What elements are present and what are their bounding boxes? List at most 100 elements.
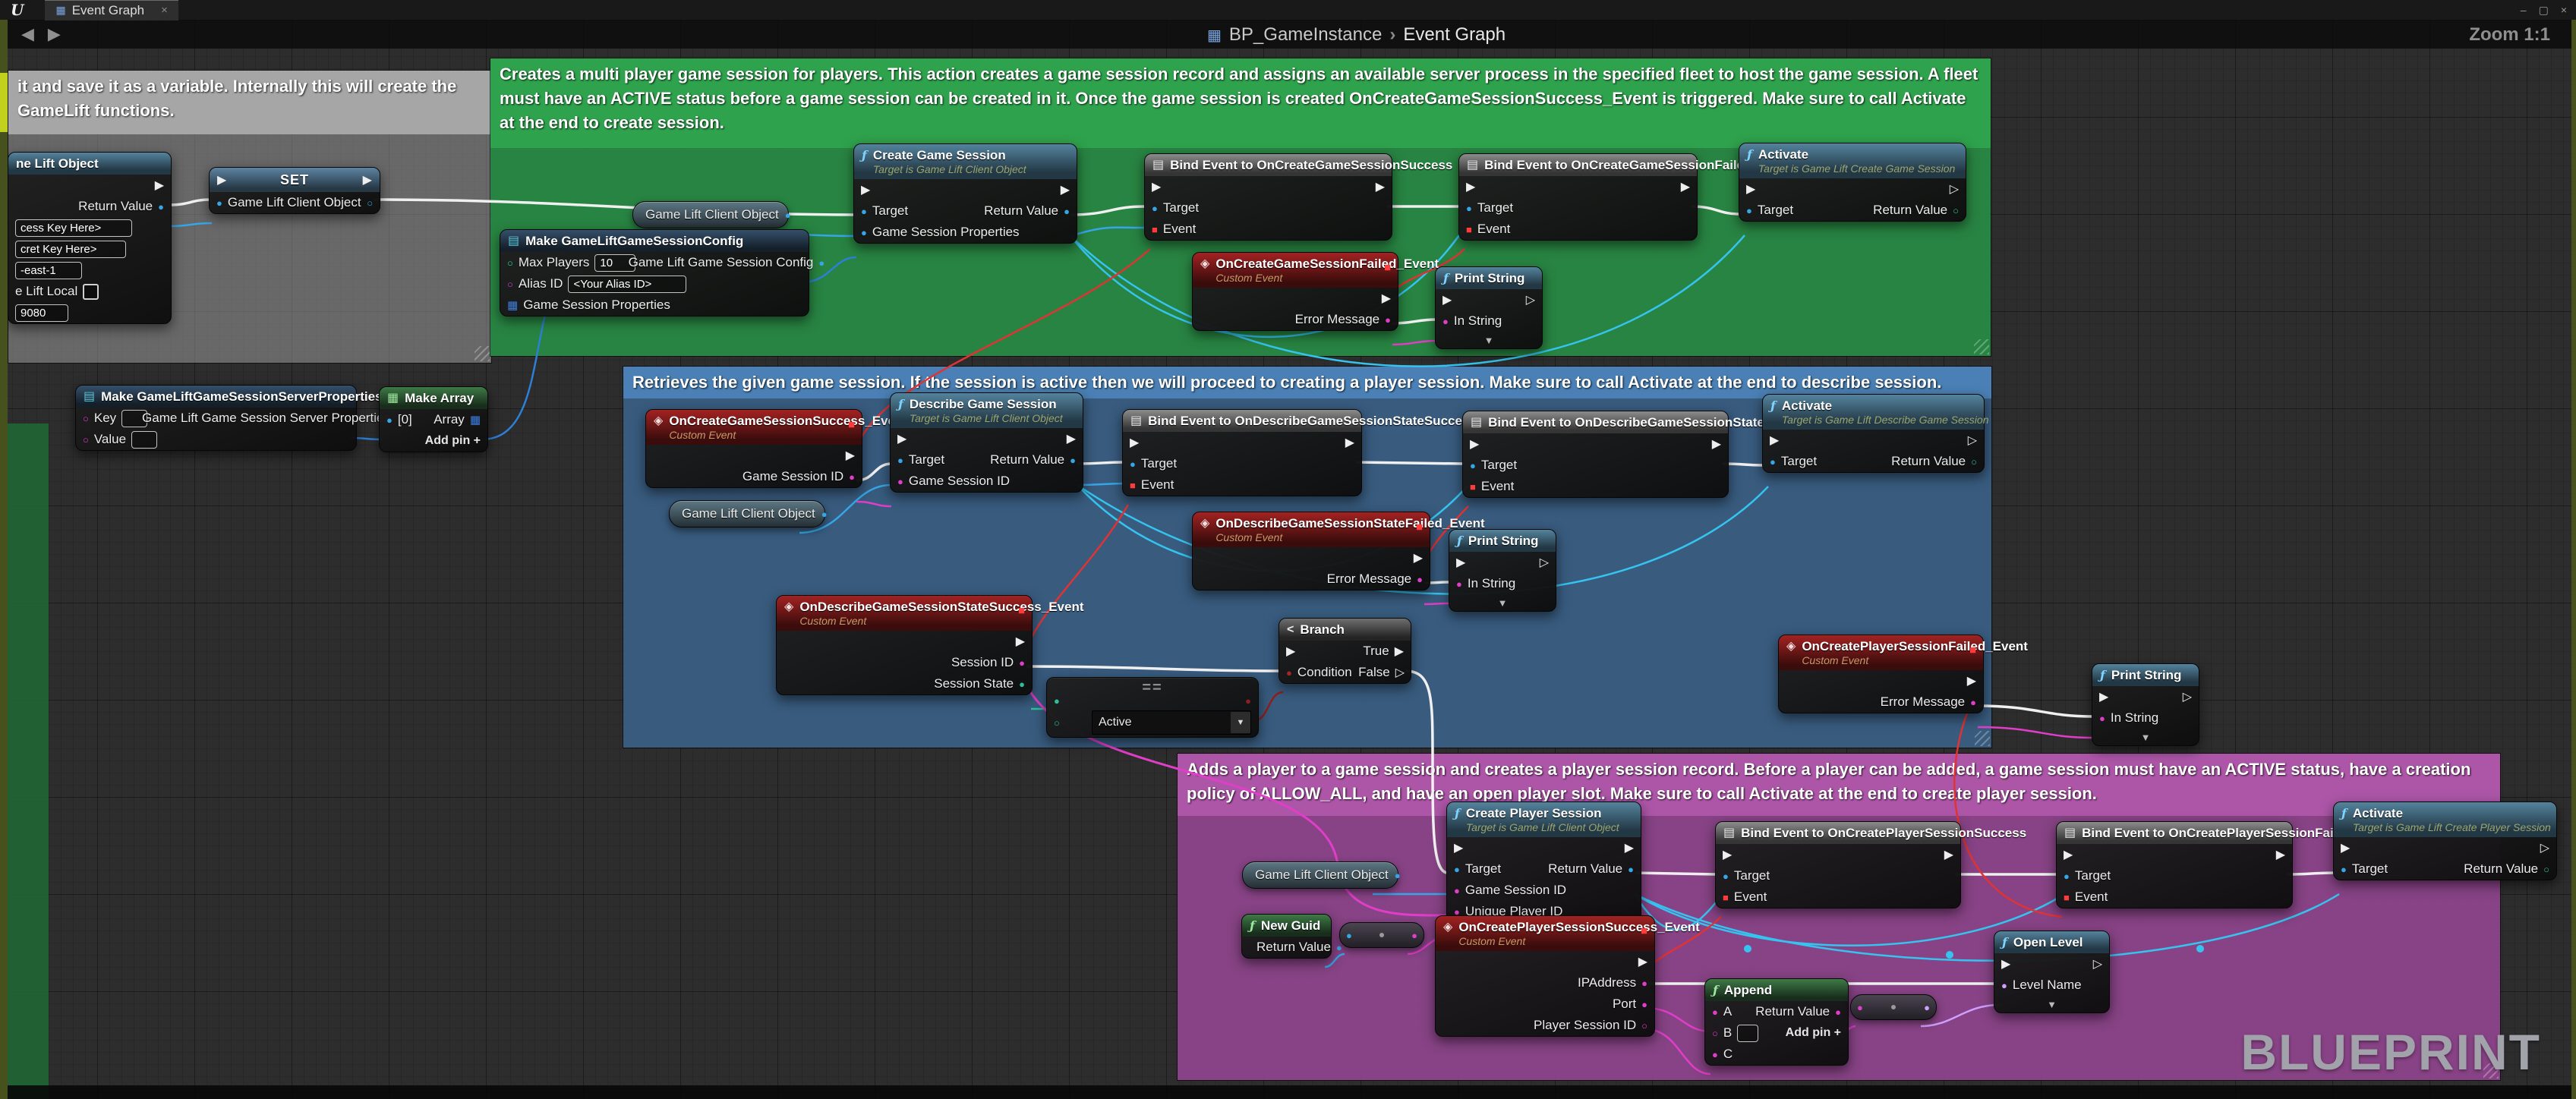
- expand-arrow-icon[interactable]: ▼: [1497, 597, 1508, 609]
- exec-pin[interactable]: ▶: [1442, 293, 1452, 307]
- exec-pin[interactable]: ▶: [1375, 180, 1385, 194]
- session-state-dropdown[interactable]: Active▼: [1092, 710, 1251, 735]
- exec-pin[interactable]: ▶: [1624, 841, 1634, 855]
- bind-event-to-ondescribegamesessionstatefailed[interactable]: ▤Bind Event to OnDescribeGameSessionStat…: [1462, 411, 1802, 498]
- del-pin[interactable]: ■: [1152, 223, 1158, 235]
- resize-grip[interactable]: [1974, 339, 1989, 354]
- exec-pin[interactable]: ▶: [1345, 436, 1354, 449]
- exec-pin[interactable]: ▶: [1770, 433, 1780, 447]
- resize-grip[interactable]: [475, 346, 490, 361]
- exec-pin[interactable]: ▶: [845, 449, 855, 462]
- del-pin[interactable]: ■: [1466, 223, 1472, 235]
- del-pin[interactable]: ■: [2064, 891, 2070, 903]
- int-pin[interactable]: ○: [507, 257, 513, 269]
- exec-pin[interactable]: ▶: [2064, 848, 2073, 861]
- str-pin[interactable]: ●: [1456, 578, 1462, 590]
- input-field[interactable]: cess Key Here>: [15, 219, 132, 237]
- obj-pin[interactable]: ●: [386, 414, 393, 426]
- str-pin[interactable]: ●: [1411, 929, 1417, 941]
- obj-pin[interactable]: ●: [784, 209, 791, 221]
- str-pin[interactable]: ●: [2099, 712, 2105, 724]
- exec-pin[interactable]: ▶: [217, 173, 227, 187]
- game-lift-client-object-pill-3[interactable]: Game Lift Client Object●: [1242, 861, 1401, 889]
- obj-pin[interactable]: ●: [2064, 870, 2070, 882]
- tab-event-graph[interactable]: ▦ Event Graph ×: [45, 0, 178, 20]
- str-pin[interactable]: ●: [1019, 657, 1025, 669]
- resize-grip[interactable]: [1975, 731, 1990, 746]
- input-field[interactable]: <Your Alias ID>: [568, 275, 687, 293]
- delegate-pin[interactable]: ■: [1969, 644, 1976, 657]
- exec-pin[interactable]: ▶: [1152, 180, 1162, 194]
- obj-pin[interactable]: ○: [367, 197, 374, 209]
- exec-pin[interactable]: ▶: [1130, 436, 1140, 449]
- obj-pin[interactable]: ●: [2341, 863, 2347, 875]
- obj-pin[interactable]: ●: [1723, 870, 1729, 882]
- input-field[interactable]: [131, 430, 158, 449]
- grid-pin[interactable]: ▦: [507, 298, 519, 312]
- str-pin[interactable]: ●: [1835, 1006, 1841, 1018]
- enum-pin[interactable]: ○: [2543, 863, 2549, 875]
- exec-pin[interactable]: ▶: [1966, 674, 1976, 688]
- obj-pin[interactable]: ●: [821, 508, 828, 520]
- obj-pin[interactable]: ●: [897, 454, 903, 466]
- obj-pin[interactable]: ●: [158, 200, 164, 213]
- chevron-down-icon[interactable]: ▼: [1231, 712, 1250, 733]
- enum-pin[interactable]: ○: [1971, 455, 1977, 468]
- tab-close-icon[interactable]: ×: [161, 4, 168, 17]
- exec-pin[interactable]: ▶: [1381, 291, 1391, 305]
- make-array[interactable]: ▦Make Array●[0]Array▦Add pin +: [379, 386, 488, 452]
- expand-arrow-icon[interactable]: ▼: [1483, 334, 1494, 346]
- exec-pin[interactable]: ▷: [1525, 293, 1535, 307]
- exec-pin[interactable]: ▶: [2099, 690, 2109, 704]
- game-lift-client-object-pill-2[interactable]: Game Lift Client Object●: [669, 500, 828, 527]
- exec-pin[interactable]: ▶: [1638, 955, 1647, 968]
- exec-pin[interactable]: ▶: [1456, 556, 1466, 569]
- str-pin[interactable]: ●: [1641, 977, 1647, 989]
- checkbox[interactable]: [83, 283, 99, 300]
- str-pin[interactable]: ●: [1712, 1048, 1718, 1060]
- exec-pin[interactable]: ▶: [1060, 183, 1070, 197]
- obj-pin[interactable]: ●: [1130, 458, 1136, 470]
- exec-pin[interactable]: ▶: [2001, 957, 2011, 971]
- expand-arrow-icon[interactable]: ▼: [2140, 731, 2151, 743]
- exec-pin[interactable]: ▶: [1066, 432, 1076, 446]
- make-gamelift-game-session-config[interactable]: ▤Make GameLiftGameSessionConfig○Max Play…: [500, 229, 825, 316]
- maximize-icon[interactable]: ▢: [2538, 3, 2549, 16]
- input-field[interactable]: [121, 409, 148, 427]
- str-pin[interactable]: ●: [1970, 696, 1976, 708]
- input-field[interactable]: 9080: [15, 304, 68, 322]
- equals-node[interactable]: ==●●○Active▼: [1046, 677, 1259, 738]
- str-pin[interactable]: ●: [1417, 573, 1423, 585]
- exec-pin[interactable]: ▶: [1746, 182, 1756, 196]
- del-pin[interactable]: ■: [1723, 891, 1729, 903]
- set-game-lift-client-object[interactable]: ▶SET▶●Game Lift Client Object○: [209, 167, 380, 214]
- exec-pin[interactable]: ▶: [1394, 644, 1404, 658]
- str-pin[interactable]: ●: [1454, 884, 1460, 896]
- string-to-name-conversion[interactable]: ●●: [1850, 994, 1937, 1020]
- input-field[interactable]: [1737, 1024, 1759, 1042]
- bind-event-to-ondescribegamesessionstatesuccess[interactable]: ▤Bind Event to OnDescribeGameSessionStat…: [1122, 409, 1477, 496]
- ondescribegamesessionstatesuccess-event[interactable]: ◈OnDescribeGameSessionStateSuccess_Event…: [776, 595, 1084, 695]
- breadcrumb-root[interactable]: BP_GameInstance: [1228, 24, 1383, 45]
- exec-pin[interactable]: ▷: [1967, 433, 1977, 447]
- bind-event-to-oncreateplayersessionsuccess[interactable]: ▤Bind Event to OnCreatePlayerSessionSucc…: [1715, 821, 2026, 908]
- input-field[interactable]: -east-1: [15, 261, 82, 279]
- enum-pin[interactable]: ○: [1054, 716, 1060, 729]
- exec-pin[interactable]: ▶: [1413, 551, 1423, 565]
- str-pin[interactable]: ●: [849, 471, 855, 483]
- obj-pin[interactable]: ●: [1470, 459, 1476, 471]
- delegate-pin[interactable]: ■: [847, 418, 855, 431]
- exec-pin[interactable]: ▷: [2092, 957, 2102, 971]
- exec-pin[interactable]: ▶: [2341, 841, 2351, 855]
- resize-grip[interactable]: [2483, 1063, 2499, 1079]
- exec-pin[interactable]: ▶: [362, 173, 372, 187]
- str-pin[interactable]: ●: [1442, 315, 1449, 327]
- make-gamelift-game-session-server-properties[interactable]: ▤Make GameLiftGameSessionServerPropertie…: [75, 385, 402, 451]
